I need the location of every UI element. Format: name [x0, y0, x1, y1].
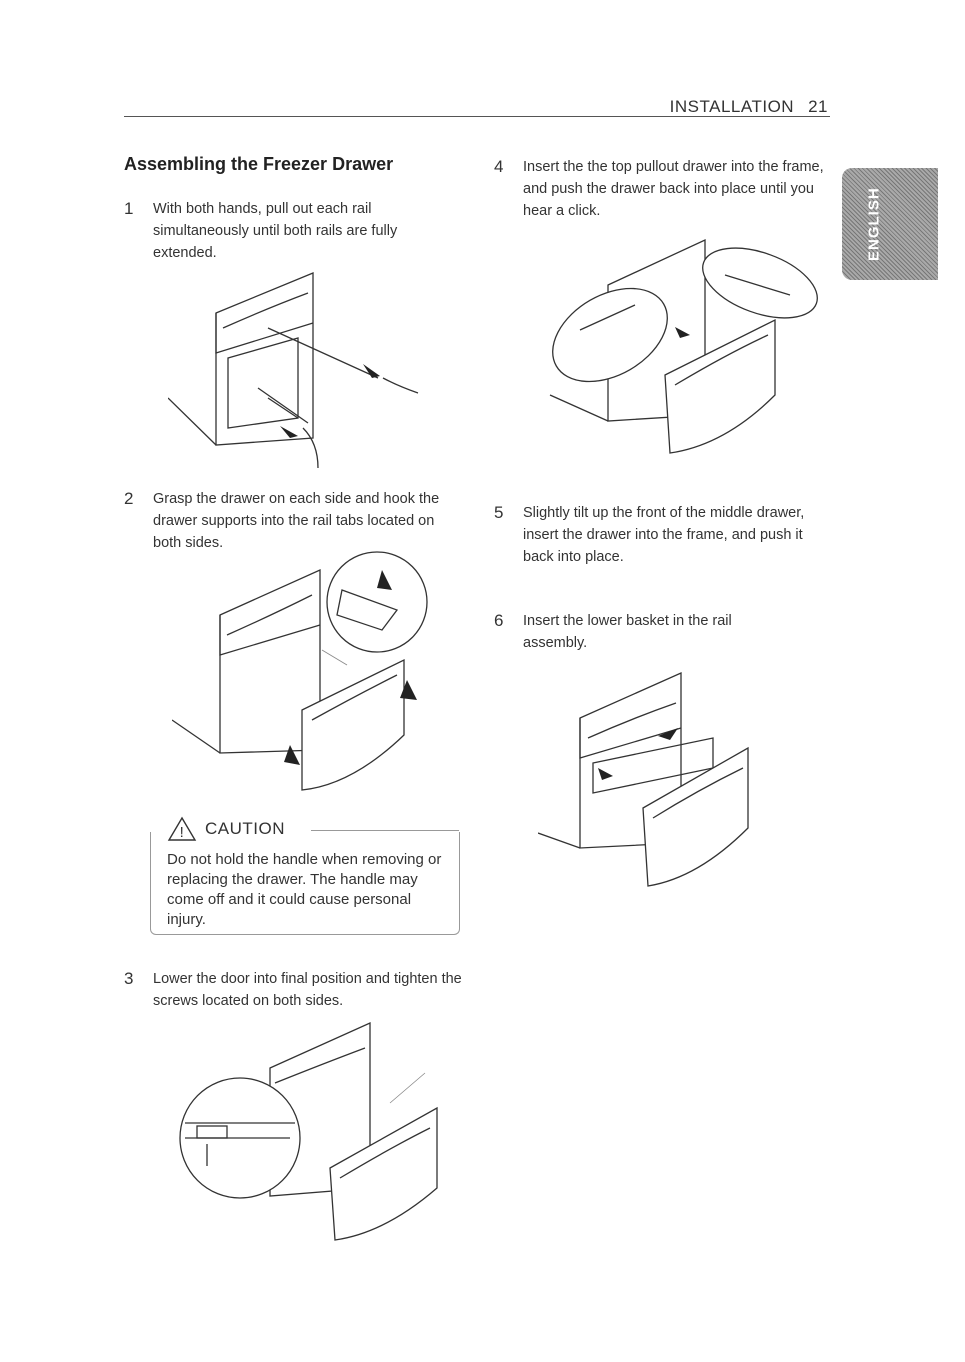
step-4: 4 Insert the the top pullout drawer into… — [494, 156, 833, 222]
caution-label: CAUTION — [205, 819, 285, 838]
step-text: Grasp the drawer on each side and hook t… — [153, 491, 440, 551]
step-2-illustration — [172, 551, 428, 791]
step-2: 2 Grasp the drawer on each side and hook… — [124, 488, 453, 554]
step-number: 2 — [124, 489, 134, 508]
step-5: 5 Slightly tilt up the front of the midd… — [494, 502, 833, 568]
caution-box: ! CAUTION Do not hold the handle when re… — [150, 816, 460, 935]
step-1: 1 With both hands, pull out each rail si… — [124, 198, 453, 264]
caution-rule — [311, 830, 459, 831]
step-text: Insert the the top pullout drawer into t… — [523, 159, 824, 219]
svg-text:!: ! — [180, 824, 185, 841]
step-number: 3 — [124, 969, 134, 988]
step-number: 6 — [494, 611, 504, 630]
language-tab-label: ENGLISH — [865, 187, 883, 261]
page-header: INSTALLATION 21 — [670, 97, 828, 117]
page-title: Assembling the Freezer Drawer — [124, 154, 394, 174]
caution-text: Do not hold the handle when removing or … — [167, 851, 442, 928]
language-tab: ENGLISH — [842, 168, 938, 280]
step-4-illustration — [549, 238, 818, 454]
section-title: INSTALLATION — [669, 97, 795, 116]
page-number: 21 — [808, 97, 828, 116]
header-rule — [124, 116, 830, 117]
step-text: Insert the lower basket in the rail asse… — [523, 613, 732, 651]
step-text: Slightly tilt up the front of the middle… — [523, 505, 805, 565]
warning-icon: ! — [167, 816, 197, 841]
step-3: 3 Lower the door into final position and… — [124, 968, 473, 1012]
caution-heading: ! CAUTION — [167, 816, 291, 842]
step-3-illustration — [179, 1021, 438, 1241]
step-text: Lower the door into final position and t… — [153, 971, 462, 1009]
step-1-illustration — [168, 272, 419, 469]
step-text: With both hands, pull out each rail simu… — [153, 201, 398, 261]
step-number: 1 — [124, 199, 134, 218]
step-6: 6 Insert the lower basket in the rail as… — [494, 610, 783, 654]
step-6-illustration — [538, 671, 749, 887]
step-number: 4 — [494, 157, 504, 176]
step-number: 5 — [494, 503, 504, 522]
